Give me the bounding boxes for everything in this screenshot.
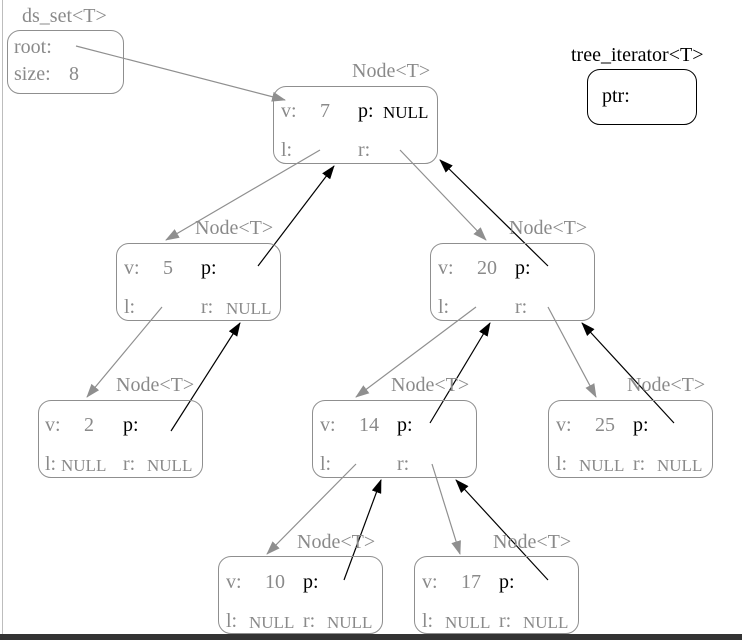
node-10-r-label: r:	[303, 610, 316, 632]
node-5-v-label: v:	[124, 257, 140, 279]
node-2-box	[38, 400, 203, 478]
node-10-box	[218, 556, 383, 634]
edge-14-left	[266, 463, 357, 555]
edge-7-left	[165, 149, 321, 241]
edge-14-right	[431, 463, 461, 555]
node-14-v-label: v:	[320, 414, 336, 436]
edge-20-left	[355, 306, 477, 398]
tree-iterator-title: tree_iterator<T>	[571, 44, 704, 66]
ds-set-root-label: root:	[14, 36, 52, 58]
node-2-r-null: NULL	[147, 456, 193, 475]
node-7-r-label: r:	[358, 139, 371, 161]
node-25-l-label: l:	[556, 453, 568, 475]
node-5-title: Node<T>	[195, 217, 274, 239]
node-17-r-label: r:	[499, 610, 512, 632]
node-5-box	[116, 243, 281, 321]
node-25-r-label: r:	[633, 453, 646, 475]
ds-set-size-value: 8	[69, 63, 79, 85]
root-pointer-arrow	[75, 45, 286, 102]
node-17-l-null: NULL	[445, 613, 491, 632]
node-10-l-null: NULL	[249, 613, 295, 632]
node-2-v-label: v:	[45, 414, 61, 436]
node-10-r-null: NULL	[327, 613, 373, 632]
node-17-box	[414, 556, 579, 634]
node-20-value: 20	[477, 257, 497, 279]
node-7-l-label: l:	[281, 139, 293, 161]
node-20-r-label: r:	[515, 296, 528, 318]
node-2-p-label: p:	[123, 414, 139, 436]
node-20-p-label: p:	[515, 257, 531, 279]
node-14-value: 14	[359, 414, 379, 436]
node-10-l-label: l:	[226, 610, 238, 632]
node-20-title: Node<T>	[509, 217, 588, 239]
node-10-p-label: p:	[303, 571, 319, 593]
node-14-r-label: r:	[397, 453, 410, 475]
node-17-value: 17	[461, 571, 481, 593]
node-7-v-label: v:	[281, 100, 297, 122]
node-7-value: 7	[320, 100, 330, 122]
node-2-r-label: r:	[123, 453, 136, 475]
parent-20-to-7	[439, 159, 549, 267]
node-25-p-label: p:	[633, 414, 649, 436]
node-2-title: Node<T>	[116, 374, 195, 396]
node-10-value: 10	[265, 571, 285, 593]
parent-2-to-5	[170, 322, 241, 432]
node-10-title: Node<T>	[297, 531, 376, 553]
edge-7-right	[399, 149, 487, 241]
node-17-title: Node<T>	[493, 531, 572, 553]
node-25-v-label: v:	[556, 414, 572, 436]
ds-set-size-label: size:	[14, 63, 51, 85]
tree-iterator-ptr-label: ptr:	[602, 85, 630, 107]
node-14-title: Node<T>	[391, 374, 470, 396]
node-14-l-label: l:	[320, 453, 332, 475]
node-20-l-label: l:	[438, 296, 450, 318]
node-2-l-label: l:	[45, 453, 57, 475]
edge-20-right	[547, 306, 597, 398]
parent-25-to-20	[581, 322, 675, 424]
node-17-p-label: p:	[499, 571, 515, 593]
node-14-box	[312, 400, 477, 478]
node-14-p-label: p:	[397, 414, 413, 436]
parent-10-to-14	[343, 479, 382, 581]
ds-set-title: ds_set<T>	[22, 5, 107, 27]
parent-17-to-14	[455, 479, 549, 581]
node-20-v-label: v:	[438, 257, 454, 279]
node-10-v-label: v:	[226, 571, 242, 593]
node-7-box	[273, 86, 438, 164]
node-5-p-label: p:	[201, 257, 217, 279]
node-7-title: Node<T>	[352, 60, 431, 82]
node-17-r-null: NULL	[523, 613, 569, 632]
left-frame-line	[2, 0, 3, 640]
edge-5-left	[86, 306, 163, 398]
node-5-r-label: r:	[201, 296, 214, 318]
node-7-p-null: NULL	[383, 103, 429, 122]
node-5-value: 5	[163, 257, 173, 279]
tree-iterator-box	[587, 69, 697, 125]
node-25-box	[548, 400, 713, 478]
node-7-p-label: p:	[358, 100, 374, 122]
node-2-l-null: NULL	[61, 456, 107, 475]
node-17-l-label: l:	[422, 610, 434, 632]
node-5-r-null: NULL	[226, 299, 272, 318]
node-5-l-label: l:	[124, 296, 136, 318]
parent-14-to-20	[429, 322, 491, 424]
node-25-value: 25	[595, 414, 615, 436]
node-20-box	[430, 243, 595, 321]
bottom-bar	[0, 634, 742, 640]
node-25-l-null: NULL	[579, 456, 625, 475]
node-25-title: Node<T>	[627, 374, 706, 396]
node-25-r-null: NULL	[657, 456, 703, 475]
ds-set-box	[7, 30, 124, 94]
node-17-v-label: v:	[422, 571, 438, 593]
node-2-value: 2	[84, 414, 94, 436]
